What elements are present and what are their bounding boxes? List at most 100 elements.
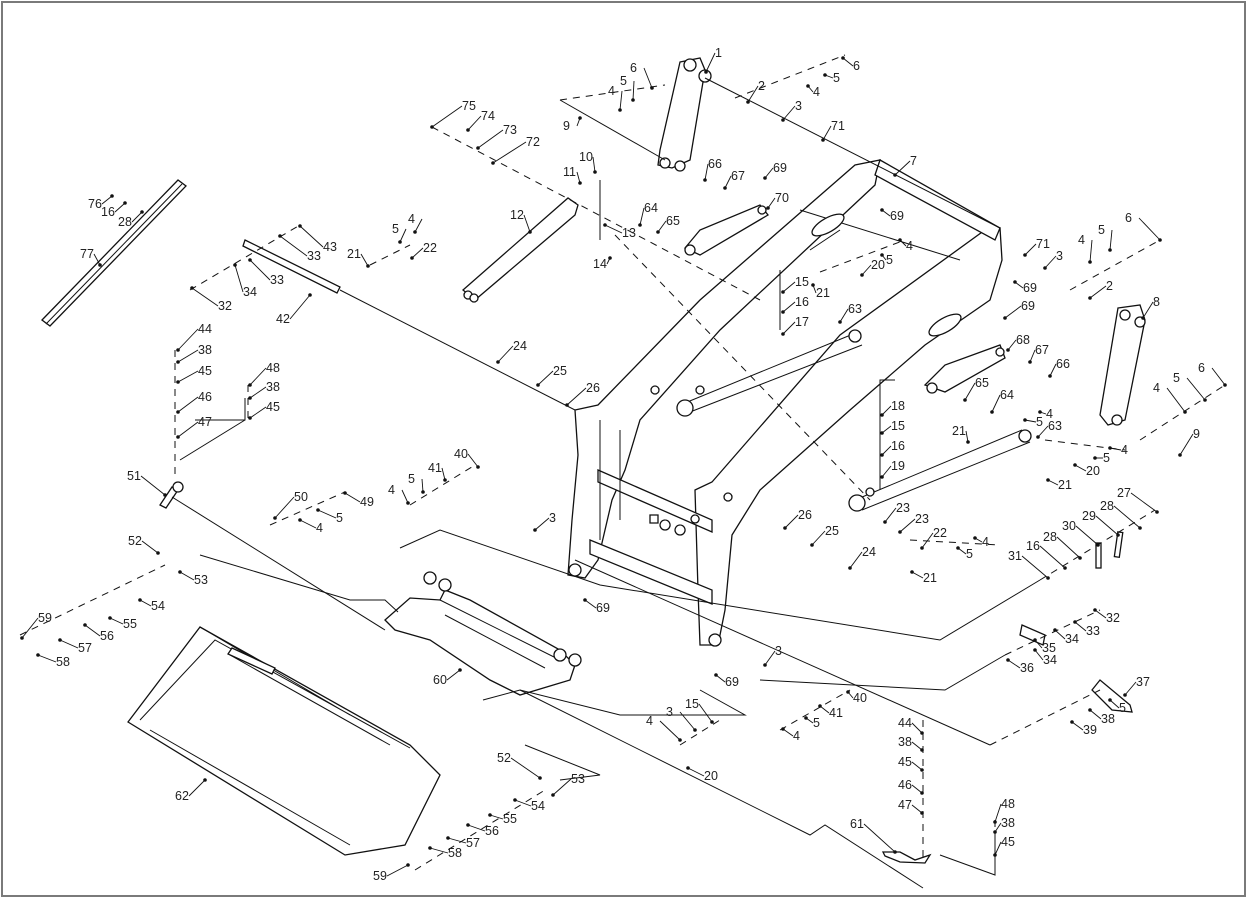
callout-label: 47: [198, 415, 212, 429]
callout-5: 5: [1023, 415, 1043, 429]
callout-64: 64: [990, 388, 1014, 414]
callout-label: 38: [898, 735, 912, 749]
leader-dot: [823, 73, 827, 77]
leader-dot: [703, 178, 707, 182]
leader-dot: [710, 720, 714, 724]
callout-label: 15: [685, 697, 699, 711]
callout-5: 5: [1108, 698, 1126, 715]
callout-label: 6: [853, 59, 860, 73]
callout-6: 6: [841, 56, 860, 73]
leader-dot: [714, 673, 718, 677]
callout-5: 5: [804, 716, 820, 730]
callout-65: 65: [656, 214, 680, 234]
leader-line: [1044, 255, 1057, 269]
callout-8: 8: [1141, 295, 1160, 320]
callout-76: 76: [88, 194, 114, 211]
leader-line: [179, 571, 195, 581]
leader-dot: [993, 830, 997, 834]
callout-label: 4: [408, 212, 415, 226]
leader-line: [881, 405, 892, 416]
leader-line: [1211, 367, 1226, 386]
leader-dot: [58, 638, 62, 642]
leader-line: [279, 235, 308, 257]
callout-45: 45: [248, 400, 280, 420]
leader-dot: [860, 273, 864, 277]
leader-dot: [880, 453, 884, 457]
callout-52: 52: [128, 534, 160, 555]
leader-line: [188, 779, 206, 797]
leader-line: [705, 52, 716, 73]
leader-dot: [406, 863, 410, 867]
callout-41: 41: [818, 704, 843, 720]
callout-label: 47: [898, 798, 912, 812]
callout-16: 16: [781, 295, 809, 314]
leader-dot: [920, 768, 924, 772]
leader-dot: [138, 598, 142, 602]
leader-dot: [848, 566, 852, 570]
leader-dot: [1088, 260, 1092, 264]
leader-line: [414, 218, 423, 233]
callout-5: 5: [1173, 371, 1207, 402]
cylinder-upper: [676, 329, 863, 417]
leader-line: [899, 518, 916, 533]
callout-38: 38: [993, 816, 1015, 834]
callout-label: 20: [1086, 464, 1100, 478]
leader-line: [1037, 425, 1049, 438]
callout-69: 69: [880, 208, 904, 223]
ratchet-29: [1113, 531, 1124, 559]
leader-line: [704, 163, 709, 181]
leader-dot: [488, 813, 492, 817]
leader-line: [552, 778, 572, 796]
callout-label: 28: [1100, 499, 1114, 513]
callout-38: 38: [248, 380, 280, 400]
callout-36: 36: [1006, 658, 1034, 675]
leader-line: [429, 847, 449, 854]
leader-dot: [476, 465, 480, 469]
callout-label: 56: [485, 824, 499, 838]
leader-line: [1029, 349, 1036, 363]
leader-dot: [880, 413, 884, 417]
leader-dot: [1053, 628, 1057, 632]
leader-line: [514, 799, 532, 807]
leader-line: [1124, 681, 1137, 696]
callout-label: 63: [848, 302, 862, 316]
leader-dot: [763, 663, 767, 667]
callout-label: 45: [198, 364, 212, 378]
callout-label: 5: [408, 472, 415, 486]
callout-42: 42: [276, 293, 312, 326]
callout-21: 21: [811, 283, 830, 300]
callout-5: 5: [1093, 451, 1110, 465]
leader-dot: [678, 738, 682, 742]
callout-2: 2: [1088, 279, 1113, 300]
leader-line: [1054, 629, 1066, 640]
leader-dot: [366, 264, 370, 268]
callout-label: 15: [795, 275, 809, 289]
leader-dot: [1023, 418, 1027, 422]
leader-line: [1094, 609, 1107, 619]
leader-dot: [1178, 453, 1182, 457]
leader-line: [1024, 419, 1037, 423]
callout-label: 4: [1078, 233, 1085, 247]
leader-dot: [686, 766, 690, 770]
callout-25: 25: [536, 364, 567, 387]
leader-dot: [578, 116, 582, 120]
leader-line: [21, 617, 39, 639]
leader-dot: [781, 332, 785, 336]
callout-1: 1: [704, 46, 722, 74]
callout-57: 57: [446, 836, 480, 850]
callout-label: 43: [323, 240, 337, 254]
callout-label: 40: [853, 691, 867, 705]
callout-label: 42: [276, 312, 290, 326]
leader-dot: [156, 551, 160, 555]
callout-label: 58: [448, 846, 462, 860]
callout-label: 48: [266, 361, 280, 375]
callout-5: 5: [1098, 223, 1113, 252]
explode-lines: [171, 77, 1041, 889]
callout-label: 10: [579, 150, 593, 164]
leader-dot: [1038, 410, 1042, 414]
leader-dot: [763, 176, 767, 180]
callout-48: 48: [993, 797, 1015, 824]
callout-label: 69: [890, 209, 904, 223]
callout-label: 59: [373, 869, 387, 883]
callout-77: 77: [80, 247, 102, 267]
